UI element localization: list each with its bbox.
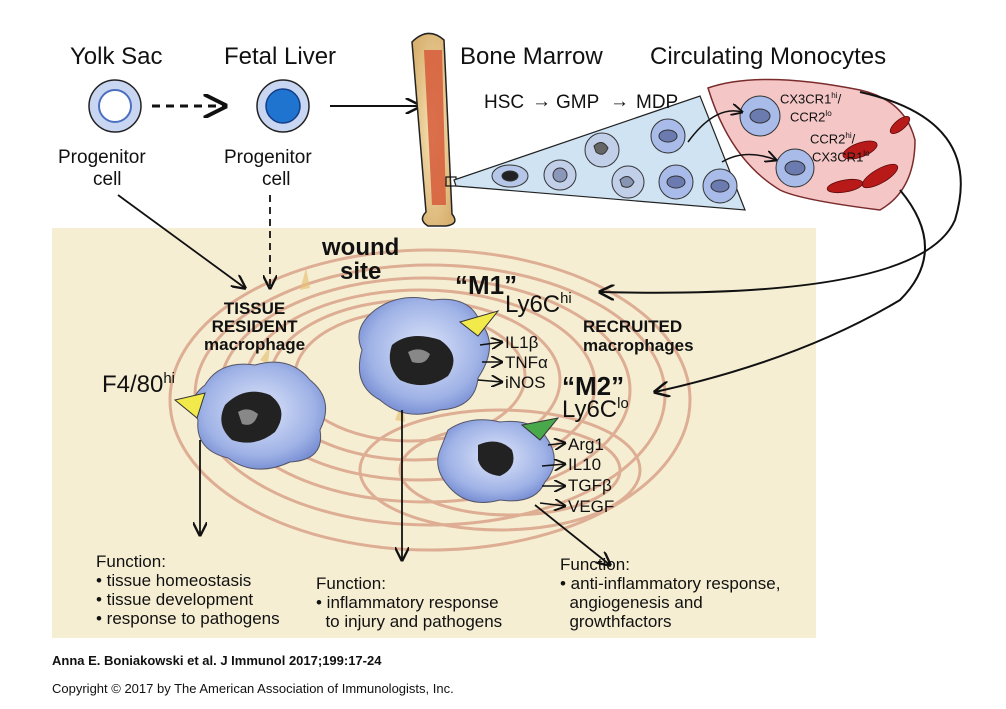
recruited-macrophages-label: RECRUITED macrophages [583, 317, 694, 355]
m1-ly6c-hi-marker [458, 310, 500, 337]
m1-label: “M1” [455, 270, 518, 300]
arrow-2: → [610, 91, 629, 112]
progenitor-label-1: Progenitor [58, 147, 146, 168]
tissue-resident-macrophage-cell [192, 361, 327, 470]
yolk-sac-progenitor-cell [88, 79, 142, 133]
yolk-sac-label: Yolk Sac [70, 43, 163, 70]
f480-marker [173, 392, 206, 419]
m2-macrophage-cell [437, 419, 555, 503]
arrow-1: → [532, 91, 551, 112]
m1-ly6c-label: Ly6Chi [505, 291, 572, 318]
bone-icon [411, 32, 457, 227]
m2-ly6c-label: Ly6Clo [562, 396, 629, 423]
m1-cytokine-inos: iNOS [505, 373, 546, 392]
red-blood-cells [826, 115, 911, 194]
m2-cytokine-tgfb: TGFβ [568, 476, 612, 495]
bone-marrow-label: Bone Marrow [460, 43, 603, 70]
hsc-label: HSC [484, 92, 525, 113]
cell-label-2: cell [262, 169, 291, 190]
wound-panel [52, 228, 816, 638]
ccr2-lo-label: CCR2lo [790, 109, 832, 125]
m2-ly6c-lo-marker [520, 417, 560, 441]
wound-site-label: wound site [322, 234, 400, 285]
mdp-label: MDP [636, 92, 679, 113]
circulating-monocytes-label: Circulating Monocytes [650, 43, 887, 70]
m1-cytokine-tnfa: TNFα [505, 353, 548, 372]
cx3cr1-lo-label: CX3CR1lo [812, 149, 870, 165]
fetal-liver-progenitor-cell [256, 79, 310, 133]
m2-cytokine-vegf: VEGF [568, 497, 615, 516]
gmp-label: GMP [556, 92, 600, 113]
marrow-cells [491, 118, 738, 204]
cell-label-1: cell [93, 169, 122, 190]
cx3cr1-hi-label: CX3CR1hi/ [780, 91, 842, 107]
citation: Anna E. Boniakowski et al. J Immunol 201… [52, 653, 382, 668]
m1-macrophage-cell [358, 297, 490, 415]
ccr2-hi-label: CCR2hi/ [810, 131, 856, 147]
function-resident: Function: • tissue homeostasis • tissue … [96, 552, 280, 629]
f480-label: F4/80hi [102, 371, 175, 398]
m2-cytokine-il10: IL10 [568, 455, 602, 474]
tissue-resident-label: TISSUE RESIDENT macrophage [204, 299, 306, 354]
m2-label: “M2” [562, 371, 625, 401]
function-m2: Function: • anti-inflammatory response, … [560, 555, 781, 632]
copyright: Copyright © 2017 by The American Associa… [52, 681, 454, 696]
m2-cytokine-arg1: Arg1 [568, 435, 604, 454]
circulating-monocyte-cells [739, 95, 815, 188]
progenitor-label-2: Progenitor [224, 147, 312, 168]
m1-cytokine-il1b: IL1β [505, 333, 539, 352]
fetal-liver-label: Fetal Liver [224, 43, 337, 70]
function-m1: Function: • inflammatory response to inj… [316, 574, 503, 632]
